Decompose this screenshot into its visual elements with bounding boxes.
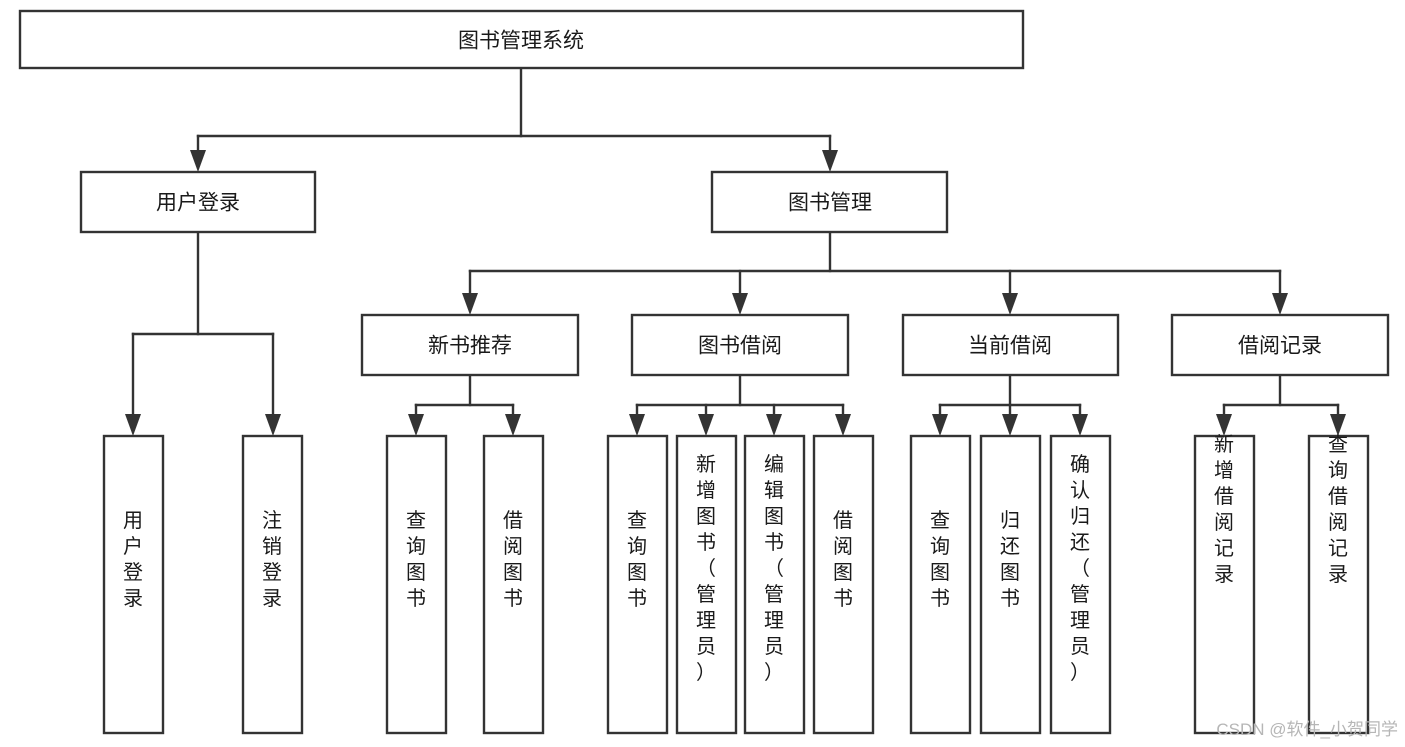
leaf-confirm-return-label: 确认归还（管理员） [1070,453,1090,684]
arrow-head-leaf-borrow-book-1 [505,414,521,436]
leaf-query-book-borrow-box[interactable] [606,434,669,735]
arrow-head-book-manage [822,150,838,172]
leaf-node-logout[interactable]: 注销登录 [241,434,304,735]
node-book-borrow[interactable]: 图书借阅 [630,313,850,377]
arrow-head-leaf-query-book-3 [932,414,948,436]
arrow-head-leaf-logout [265,414,281,436]
leaf-node-query-book-borrow[interactable]: 查询图书 [606,434,669,735]
csdn-watermark: CSDN @软件_小贺同学 [1216,720,1398,739]
arrow-head-leaf-add-record [1216,414,1232,436]
node-current-borrow-box[interactable] [901,313,1120,377]
connectors-book-borrow-to-leaves [629,373,851,436]
leaf-node-add-borrow-record[interactable]: 新增借阅记录 [1193,433,1256,735]
node-root-box[interactable] [18,9,1025,70]
leaf-logout-label: 注销登录 [262,509,282,610]
arrow-head-book-borrow [732,293,748,315]
arrow-head-leaf-user-login [125,414,141,436]
leaf-node-confirm-return[interactable]: 确认归还（管理员） [1049,434,1112,735]
node-borrow-record[interactable]: 借阅记录 [1170,313,1390,377]
leaf-query-book-recommend-box[interactable] [385,434,448,735]
leaf-query-book-borrow-label: 查询图书 [627,509,647,610]
leaf-node-borrow-book[interactable]: 借阅图书 [812,434,875,735]
node-current-borrow[interactable]: 当前借阅 [901,313,1120,377]
leaf-borrow-book-box[interactable] [812,434,875,735]
leaf-add-book-box[interactable] [675,434,738,735]
leaf-add-borrow-record-box[interactable] [1193,434,1256,735]
leaf-query-book-current-label: 查询图书 [930,509,950,610]
node-user-login-label: 用户登录 [156,192,240,215]
leaf-edit-book-box[interactable] [743,434,806,735]
connectors-borrow-record-to-leaves [1216,373,1346,436]
node-borrow-record-box[interactable] [1170,313,1390,377]
leaf-node-edit-book[interactable]: 编辑图书（管理员） [743,434,806,735]
node-user-login-box[interactable] [79,170,317,234]
arrow-head-new-book [462,293,478,315]
node-new-book-recommend-label: 新书推荐 [428,335,512,358]
leaf-node-borrow-book-recommend[interactable]: 借阅图书 [482,434,545,735]
leaf-user-login-label: 用户登录 [123,510,143,610]
leaf-query-borrow-record-label: 查询借阅记录 [1328,433,1348,586]
arrow-head-leaf-query-book-1 [408,414,424,436]
leaf-node-user-login[interactable]: 用户登录 [102,434,165,735]
arrow-head-borrow-record [1272,293,1288,315]
node-borrow-record-label: 借阅记录 [1238,335,1322,358]
connectors-book-manage-to-level3 [462,230,1288,315]
arrow-head-current-borrow [1002,293,1018,315]
leaf-return-book-box[interactable] [979,434,1042,735]
node-book-management-box[interactable] [710,170,949,234]
node-user-login[interactable]: 用户登录 [79,170,317,234]
leaf-node-add-book[interactable]: 新增图书（管理员） [675,434,738,735]
leaf-node-query-book-current[interactable]: 查询图书 [909,434,972,735]
node-new-book-recommend[interactable]: 新书推荐 [360,313,580,377]
node-book-borrow-label: 图书借阅 [698,335,782,358]
leaf-node-query-book-recommend[interactable]: 查询图书 [385,434,448,735]
leaf-query-book-current-box[interactable] [909,434,972,735]
leaf-node-query-borrow-record[interactable]: 查询借阅记录 [1307,433,1370,735]
leaf-add-book-label: 新增图书（管理员） [696,453,716,684]
arrow-head-leaf-edit-book [766,414,782,436]
arrow-head-leaf-confirm-return [1072,414,1088,436]
node-book-management-label: 图书管理 [788,192,872,215]
connectors-user-login-to-leaves [125,230,281,436]
connectors-new-book-to-leaves [408,373,521,436]
leaf-add-borrow-record-label: 新增借阅记录 [1214,433,1234,586]
arrow-head-leaf-add-book [698,414,714,436]
leaf-confirm-return-box[interactable] [1049,434,1112,735]
arrow-head-leaf-borrow-book-2 [835,414,851,436]
node-current-borrow-label: 当前借阅 [968,335,1052,358]
node-root-book-management-system[interactable]: 图书管理系统 [18,9,1025,70]
node-root-label: 图书管理系统 [458,30,584,53]
leaf-borrow-book-label: 借阅图书 [833,509,853,610]
connectors-root-to-level2 [190,66,838,172]
leaf-user-login-box[interactable] [102,434,165,735]
leaf-return-book-label: 归还图书 [1000,509,1020,610]
arrow-head-leaf-query-book-2 [629,414,645,436]
node-new-book-recommend-box[interactable] [360,313,580,377]
leaf-edit-book-label: 编辑图书（管理员） [764,453,784,684]
leaf-query-book-recommend-label: 查询图书 [406,509,426,610]
leaf-borrow-book-recommend-box[interactable] [482,434,545,735]
leaf-logout-box[interactable] [241,434,304,735]
node-book-borrow-box[interactable] [630,313,850,377]
leaf-node-return-book[interactable]: 归还图书 [979,434,1042,735]
arrow-head-leaf-query-record [1330,414,1346,436]
connectors-current-borrow-to-leaves [932,373,1088,436]
leaf-borrow-book-recommend-label: 借阅图书 [503,509,523,610]
leaf-query-borrow-record-box[interactable] [1307,434,1370,735]
arrow-head-leaf-return-book [1002,414,1018,436]
node-book-management[interactable]: 图书管理 [710,170,949,234]
arrow-head-user-login [190,150,206,172]
